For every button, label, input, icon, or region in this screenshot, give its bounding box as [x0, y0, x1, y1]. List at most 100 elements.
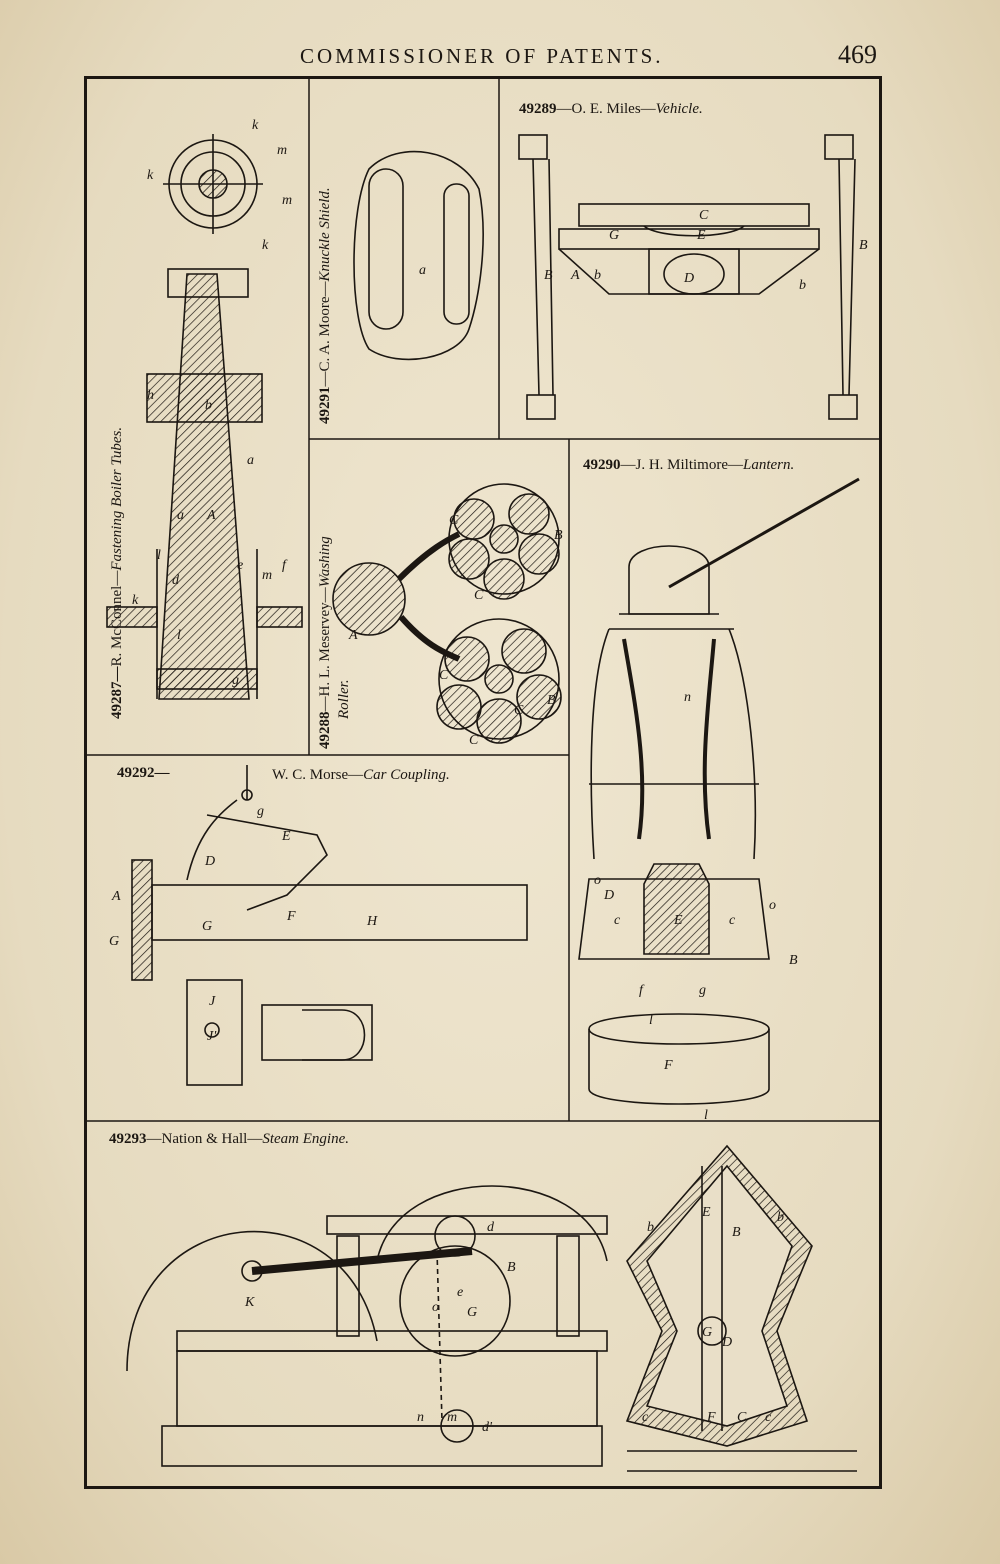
figure-49288-washing-roller: 49288—H. L. Meservey—Washing Roller. — [309, 439, 569, 755]
caption-49289: 49289—O. E. Miles—Vehicle. — [519, 101, 703, 117]
svg-text:f: f — [639, 983, 645, 998]
svg-text:B: B — [544, 268, 553, 283]
svg-text:f: f — [282, 558, 288, 573]
svg-text:b: b — [205, 398, 212, 413]
svg-text:d: d — [487, 1220, 495, 1235]
svg-text:b: b — [799, 278, 806, 293]
caption-49292-number: 49292— — [117, 765, 170, 781]
svg-text:m: m — [277, 143, 287, 158]
svg-text:F: F — [286, 909, 296, 924]
svg-text:K: K — [244, 1295, 255, 1310]
svg-text:o: o — [594, 873, 601, 888]
svg-text:m: m — [262, 568, 272, 583]
figure-49291-knuckle-shield: 49291—C. A. Moore—Knuckle Shield. a — [309, 79, 499, 439]
svg-text:l: l — [704, 1108, 708, 1121]
svg-text:C: C — [469, 733, 479, 748]
svg-text:m: m — [282, 193, 292, 208]
svg-text:l: l — [177, 628, 181, 643]
caption-49290: 49290—J. H. Miltimore—Lantern. — [583, 457, 795, 473]
svg-text:C: C — [737, 1410, 747, 1425]
figure-49287-boiler-tubes: 49287—R. McConnel—Fastening Boiler Tubes… — [87, 79, 309, 755]
svg-text:b: b — [594, 268, 601, 283]
svg-text:D: D — [204, 854, 215, 869]
svg-text:G: G — [467, 1305, 477, 1320]
figure-49293-steam-engine: 49293—Nation & Hall—Steam Engine. — [87, 1121, 882, 1489]
svg-text:c: c — [614, 913, 621, 928]
svg-text:d: d — [172, 573, 180, 588]
svg-text:B: B — [507, 1260, 516, 1275]
svg-text:E: E — [673, 913, 683, 928]
svg-text:m: m — [447, 1410, 457, 1425]
svg-text:g: g — [257, 804, 264, 819]
washing-roller-drawing: A B C C B C C C — [332, 483, 563, 748]
running-title: COMMISSIONER OF PATENTS. — [300, 44, 664, 68]
caption-49292: W. C. Morse—Car Coupling. — [272, 767, 450, 783]
svg-text:k: k — [262, 238, 269, 253]
svg-text:G: G — [109, 934, 119, 949]
svg-text:k: k — [147, 168, 154, 183]
knuckle-shield-drawing: a — [353, 150, 484, 361]
svg-text:H: H — [366, 914, 378, 929]
svg-text:D: D — [683, 271, 694, 286]
svg-text:c: c — [765, 1410, 772, 1425]
svg-text:B: B — [554, 528, 563, 543]
svg-text:C: C — [514, 703, 524, 718]
svg-text:E: E — [696, 228, 706, 243]
svg-text:J': J' — [207, 1029, 217, 1044]
svg-text:F: F — [663, 1058, 673, 1073]
svg-text:a: a — [177, 508, 184, 523]
svg-text:C: C — [439, 668, 449, 683]
svg-text:a: a — [247, 453, 254, 468]
svg-text:o: o — [769, 898, 776, 913]
plate-grid — [87, 79, 882, 1122]
svg-text:d': d' — [482, 1420, 493, 1435]
svg-text:o: o — [432, 1300, 439, 1315]
svg-text:k: k — [132, 593, 139, 608]
svg-text:B: B — [732, 1225, 741, 1240]
svg-text:G: G — [702, 1325, 712, 1340]
svg-text:D: D — [721, 1335, 732, 1350]
svg-text:n: n — [684, 690, 691, 705]
svg-text:g: g — [232, 673, 239, 688]
svg-text:A: A — [206, 508, 216, 523]
svg-text:e: e — [237, 558, 243, 573]
svg-text:h: h — [147, 388, 154, 403]
svg-text:B: B — [859, 238, 868, 253]
svg-text:a: a — [419, 263, 426, 278]
svg-text:B: B — [547, 693, 556, 708]
svg-text:g: g — [699, 983, 706, 998]
caption-49293: 49293—Nation & Hall—Steam Engine. — [109, 1131, 349, 1147]
svg-text:E: E — [281, 829, 291, 844]
svg-text:G: G — [202, 919, 212, 934]
svg-text:k: k — [252, 118, 259, 133]
svg-text:C: C — [474, 588, 484, 603]
svg-text:l: l — [649, 1013, 653, 1028]
figure-49290-lantern: 49290—J. H. Miltimore—Lantern. n o — [569, 439, 882, 1121]
svg-text:J: J — [209, 994, 216, 1009]
svg-text:F: F — [706, 1410, 716, 1425]
page-number: 469 — [838, 40, 877, 69]
boiler-tube-drawing: km km kh ba Ad el fm kl ga — [106, 118, 303, 700]
svg-text:C: C — [449, 513, 459, 528]
figure-plate: 49287—R. McConnel—Fastening Boiler Tubes… — [84, 76, 882, 1489]
svg-text:e: e — [457, 1285, 463, 1300]
lantern-drawing: no Dc Ec oB fg lF li — [578, 477, 860, 1121]
svg-text:b: b — [647, 1220, 654, 1235]
svg-text:A: A — [348, 628, 358, 643]
svg-text:E: E — [701, 1205, 711, 1220]
svg-text:A: A — [570, 268, 580, 283]
car-coupling-drawing: gE DA FG HG JJ' — [109, 765, 528, 1086]
svg-text:n: n — [417, 1410, 424, 1425]
svg-text:l: l — [157, 548, 161, 563]
figure-49289-vehicle: 49289—O. E. Miles—Vehicle. C — [499, 79, 882, 439]
svg-text:D: D — [603, 888, 614, 903]
svg-text:c: c — [642, 1410, 649, 1425]
svg-text:G: G — [609, 228, 619, 243]
svg-text:B: B — [789, 953, 798, 968]
svg-text:b: b — [777, 1210, 784, 1225]
svg-text:c: c — [729, 913, 736, 928]
